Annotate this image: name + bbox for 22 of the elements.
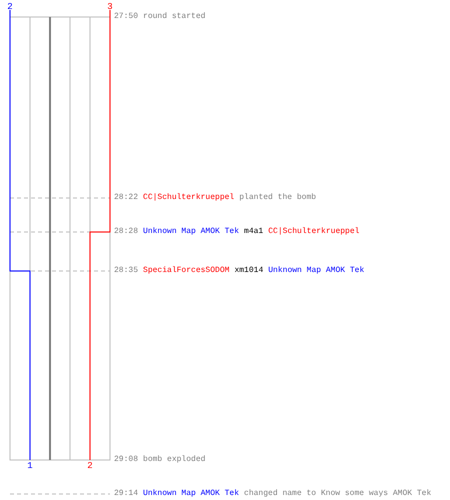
event-text: round started [143,12,206,21]
timestamp: 27:50 [114,12,138,21]
event-text: planted the bomb [239,193,316,202]
timestamp: 29:08 [114,455,138,464]
player-count: 1 [26,462,34,471]
timestamp: 29:14 [114,489,138,498]
event-text: changed name to Know some ways AMOK Tek [244,489,432,498]
player-count: 2 [6,3,14,12]
weapon-name: m4a1 [244,227,264,236]
player-name: Unknown Map AMOK Tek [143,489,240,498]
player-count: 2 [86,462,94,471]
player-count: 3 [106,3,114,12]
player-name: CC|Schulterkrueppel [268,227,360,236]
player-name: SpecialForcesSODOM [143,266,230,275]
timestamp: 28:22 [114,193,138,202]
timestamp: 28:28 [114,227,138,236]
event-text: bomb exploded [143,455,206,464]
player-name: Unknown Map AMOK Tek [143,227,240,236]
weapon-name: xm1014 [234,266,264,275]
player-name: Unknown Map AMOK Tek [268,266,364,275]
timestamp: 28:35 [114,266,138,275]
player-name: CC|Schulterkrueppel [143,193,234,202]
